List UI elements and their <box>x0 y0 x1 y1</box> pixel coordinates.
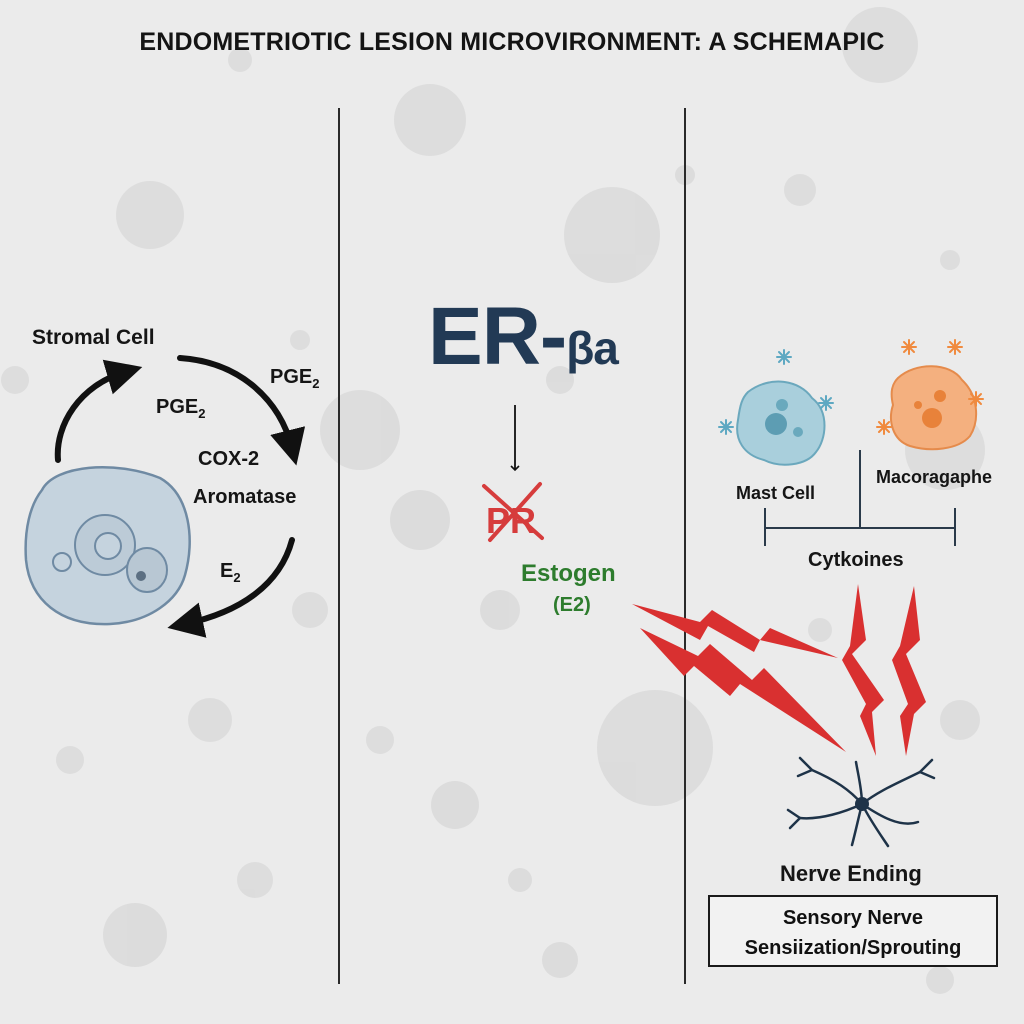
pge2-inner-label: PGE2 <box>156 396 205 421</box>
diagram-title: ENDOMETRIOTIC LESION MICROVIRONMENT: A S… <box>139 28 885 56</box>
pge2-outer-label: PGE2 <box>270 366 319 391</box>
stromal-cell-label: Stromal Cell <box>32 326 155 349</box>
sensory-nerve-box: Sensory Nerve Sensiization/Sprouting <box>708 895 998 967</box>
pge2-inner-sub: 2 <box>198 406 206 421</box>
aromatase-label: Aromatase <box>193 486 297 508</box>
pge2-outer-sub: 2 <box>312 376 320 391</box>
panel-divider-right <box>684 108 686 984</box>
pge2-outer-text: PGE <box>270 366 313 388</box>
cytokines-label: Cytkoines <box>808 549 904 571</box>
nerve-ending-label: Nerve Ending <box>780 861 922 886</box>
pr-label: PR <box>486 500 537 541</box>
cox2-label: COX-2 <box>198 448 260 470</box>
er-suffix-text: βa <box>566 322 619 374</box>
mast-cell-label: Mast Cell <box>736 483 816 503</box>
macrophage-label: Macoragaphe <box>876 467 993 487</box>
e2-text: E <box>220 560 234 582</box>
e2-sub: 2 <box>233 570 241 585</box>
panel-divider-left <box>338 108 340 984</box>
er-main-text: ER- <box>428 291 567 382</box>
er-beta-label: ER-βa <box>428 296 619 378</box>
sensory-nerve-line2: Sensiization/Sprouting <box>744 937 962 959</box>
e2-label: E2 <box>220 560 241 585</box>
sensory-nerve-line1: Sensory Nerve <box>782 907 924 929</box>
estrogen-sub-label: (E2) <box>553 594 591 616</box>
estrogen-label: Estogen <box>521 560 616 587</box>
pge2-inner-text: PGE <box>156 396 199 418</box>
